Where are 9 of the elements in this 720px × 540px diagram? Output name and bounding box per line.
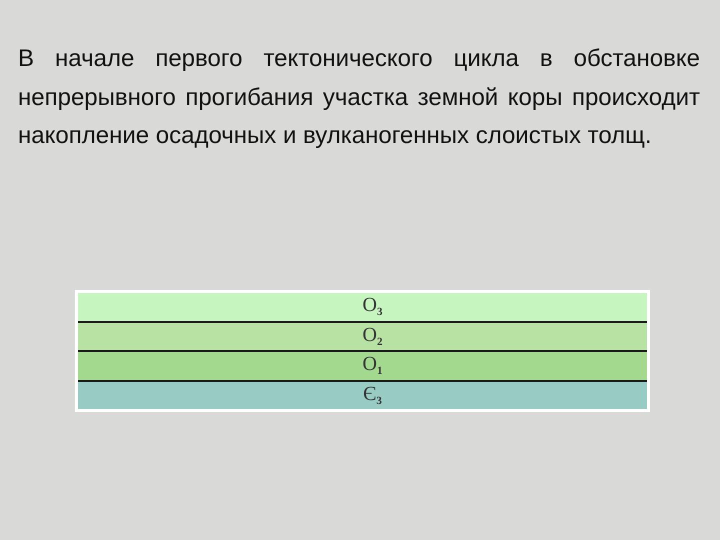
description-paragraph: В начале первого тектонического цикла в обстановке непрерывного прогибания участка земной коры происходит накопление осадочных и вулканогенных слоистых толщ. (18, 44, 700, 151)
stratum-layer (78, 380, 647, 409)
stratum-index: Є$_{3}$ (363, 384, 382, 407)
stratum-index: O$_{1}$ (362, 354, 382, 378)
stratum-layer (78, 320, 647, 350)
stratum-layer (78, 293, 647, 320)
stratum-index: O$_{2}$ (362, 324, 382, 348)
stratum-layer (78, 350, 647, 380)
stratum-index: O$_{3}$ (362, 295, 382, 318)
